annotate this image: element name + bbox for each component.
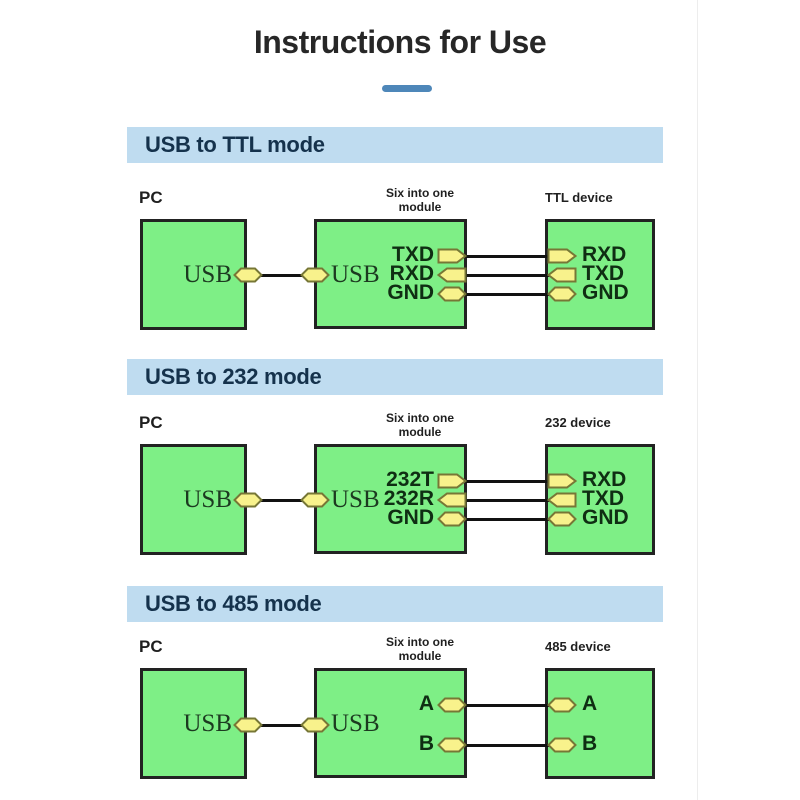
pc-usb-port-label: USB bbox=[183, 486, 232, 513]
wiring-diagram-ttl: PC USB Six into one module USB TTL devic… bbox=[0, 186, 800, 349]
pc-box bbox=[140, 219, 247, 330]
pin-hex-icon bbox=[233, 267, 263, 283]
module-usb-port-label: USB bbox=[331, 710, 380, 737]
section-heading: USB to 232 mode bbox=[145, 364, 322, 389]
module-pin-label: GND bbox=[387, 506, 434, 529]
module-title-line2: module bbox=[398, 649, 442, 663]
module-title-line2: module bbox=[398, 425, 442, 439]
pc-usb-port-label: USB bbox=[183, 261, 232, 288]
module-usb-port-label: USB bbox=[331, 486, 380, 513]
module-pin-label: A bbox=[418, 692, 434, 715]
pin-hex-icon bbox=[300, 267, 330, 283]
section-heading: USB to TTL mode bbox=[145, 132, 325, 157]
module-title: Six into one module bbox=[345, 635, 495, 663]
module-pin-label: TXD bbox=[392, 243, 434, 266]
pin-hex-icon bbox=[437, 511, 467, 527]
device-pin-label: TXD bbox=[582, 262, 624, 285]
section-heading: USB to 485 mode bbox=[145, 591, 322, 616]
pin-right-icon bbox=[437, 248, 468, 264]
device-title: 485 device bbox=[545, 639, 611, 654]
pin-hex-icon bbox=[233, 492, 263, 508]
module-pin-label: 232T bbox=[386, 468, 434, 491]
module-pin-label: 232R bbox=[383, 487, 434, 510]
device-box bbox=[545, 668, 655, 779]
section-heading-banner: USB to TTL mode bbox=[127, 127, 663, 163]
device-pin-label: A bbox=[582, 692, 598, 715]
wiring-diagram-485: PC USB Six into one module USB 485 devic… bbox=[0, 635, 800, 798]
section-heading-banner: USB to 232 mode bbox=[127, 359, 663, 395]
pin-right-icon bbox=[547, 248, 578, 264]
section-usb-to-485: USB to 485 mode PC USB Six into one modu… bbox=[0, 586, 800, 796]
device-title: TTL device bbox=[545, 190, 613, 205]
pin-hex-icon bbox=[300, 717, 330, 733]
device-pin-label: RXD bbox=[582, 243, 627, 266]
device-pin-label: RXD bbox=[582, 468, 627, 491]
pin-left-icon bbox=[436, 492, 467, 508]
wire bbox=[458, 518, 556, 521]
pc-box bbox=[140, 444, 247, 555]
pin-hex-icon bbox=[547, 697, 577, 713]
module-usb-port-label: USB bbox=[331, 261, 380, 288]
module-box bbox=[314, 668, 467, 778]
module-title: Six into one module bbox=[345, 186, 495, 214]
section-usb-to-ttl: USB to TTL mode PC USB Six into one modu… bbox=[0, 127, 800, 359]
module-title-line1: Six into one bbox=[385, 186, 454, 200]
pin-hex-icon bbox=[300, 492, 330, 508]
pin-hex-icon bbox=[437, 286, 467, 302]
pc-usb-port-label: USB bbox=[183, 710, 232, 737]
wiring-diagram-232: PC USB Six into one module USB 232 devic… bbox=[0, 411, 800, 574]
wire bbox=[250, 274, 308, 277]
pin-hex-icon bbox=[437, 697, 467, 713]
pin-left-icon bbox=[546, 267, 577, 283]
section-usb-to-232: USB to 232 mode PC USB Six into one modu… bbox=[0, 359, 800, 586]
wire bbox=[458, 499, 556, 502]
module-title-line2: module bbox=[398, 200, 442, 214]
section-heading-banner: USB to 485 mode bbox=[127, 586, 663, 622]
pc-label: PC bbox=[139, 413, 163, 432]
pc-label: PC bbox=[139, 637, 163, 656]
title-underline bbox=[382, 85, 432, 92]
pin-left-icon bbox=[436, 267, 467, 283]
wire bbox=[458, 480, 556, 483]
module-pin-label: GND bbox=[387, 281, 434, 304]
device-pin-label: GND bbox=[582, 281, 629, 304]
wire bbox=[458, 255, 556, 258]
pin-hex-icon bbox=[547, 737, 577, 753]
wire bbox=[458, 704, 556, 707]
pc-box bbox=[140, 668, 247, 779]
module-pin-label: B bbox=[418, 732, 434, 755]
pc-label: PC bbox=[139, 188, 163, 207]
module-pin-label: RXD bbox=[389, 262, 434, 285]
pin-right-icon bbox=[547, 473, 578, 489]
wire bbox=[250, 499, 308, 502]
pin-left-icon bbox=[546, 492, 577, 508]
device-pin-label: GND bbox=[582, 506, 629, 529]
wire bbox=[458, 293, 556, 296]
device-pin-label: B bbox=[582, 732, 598, 755]
pin-hex-icon bbox=[547, 286, 577, 302]
pin-hex-icon bbox=[437, 737, 467, 753]
wire bbox=[250, 724, 308, 727]
pin-hex-icon bbox=[233, 717, 263, 733]
module-title-line1: Six into one bbox=[385, 411, 454, 425]
module-title-line1: Six into one bbox=[385, 635, 454, 649]
wire bbox=[458, 274, 556, 277]
device-title: 232 device bbox=[545, 415, 611, 430]
pin-right-icon bbox=[437, 473, 468, 489]
module-title: Six into one module bbox=[345, 411, 495, 439]
pin-hex-icon bbox=[547, 511, 577, 527]
device-pin-label: TXD bbox=[582, 487, 624, 510]
wire bbox=[458, 744, 556, 747]
page-title: Instructions for Use bbox=[253, 24, 547, 60]
page-edge-line bbox=[697, 0, 698, 800]
